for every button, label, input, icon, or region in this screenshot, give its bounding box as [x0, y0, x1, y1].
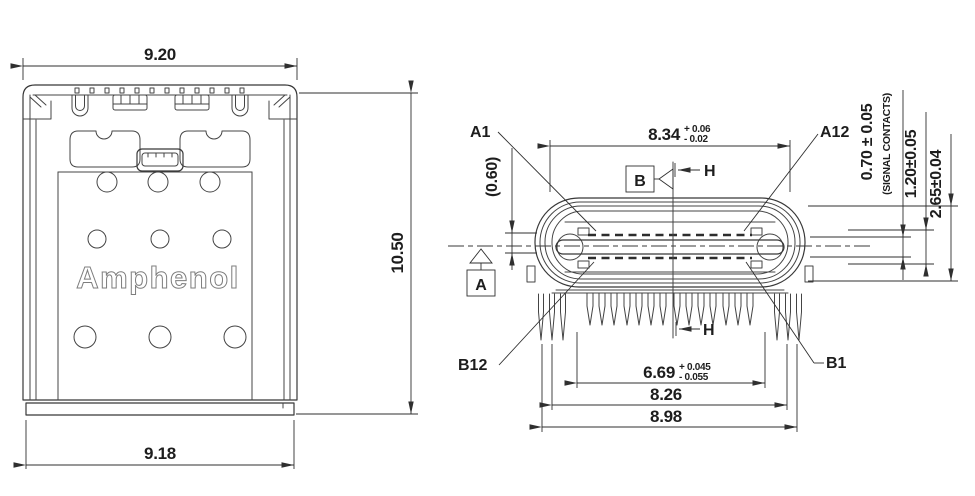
dim-signal-note-text: (SIGNAL CONTACTS): [881, 93, 893, 195]
datum-a: A: [466, 248, 496, 297]
dim-ref-text: (0.60): [484, 157, 501, 197]
dim-mouth-tol-minus: - 0.02: [684, 134, 709, 145]
dim-shell-inner-text: 8.26: [650, 385, 682, 404]
top-view: Amphenol 9.20 10.50 9.18: [10, 45, 418, 469]
section-h-bottom: H: [675, 322, 715, 339]
dim-width-bottom: 9.18: [13, 420, 295, 469]
dim-shell-height: 2.65±0.04: [808, 134, 958, 282]
dim-width-bottom-text: 9.18: [144, 444, 176, 463]
dim-mouth-value: 8.34: [648, 125, 681, 144]
pin-label-a12: A12: [743, 124, 849, 232]
front-view: A B H H A1 A12 B12: [448, 90, 958, 432]
dim-contacts-tol-minus: - 0.055: [679, 372, 709, 383]
dim-contacts-value: 6.69: [643, 363, 675, 382]
dim-mouth-width: 8.34 + 0.06 - 0.02: [537, 124, 791, 192]
dim-shell-inner: 8.26: [539, 344, 788, 410]
top-view-u-tabs: [71, 94, 249, 117]
dim-shell-outer: 8.98: [529, 344, 798, 432]
dim-signal-contacts: 0.70 ± 0.05 (SIGNAL CONTACTS): [810, 90, 911, 280]
pin-a1-text: A1: [470, 124, 491, 141]
dim-shell-outer-text: 8.98: [650, 407, 682, 426]
mount-legs: [538, 293, 802, 341]
top-view-edge-ticks: [74, 87, 245, 94]
dim-width-top-text: 9.20: [144, 45, 176, 64]
datum-a-text: A: [475, 277, 487, 294]
pin-a12-text: A12: [820, 124, 849, 141]
dim-contact-span: 6.69 + 0.045 - 0.055: [564, 332, 766, 388]
datum-b-text: B: [634, 173, 646, 190]
brand-logo-text: Amphenol: [76, 260, 240, 295]
top-view-corner-caps: [22, 94, 298, 120]
top-view-windows: [69, 130, 251, 168]
front-view-shell: [526, 197, 814, 288]
dim-tongue-text: 1.20±0.05: [903, 129, 920, 198]
top-view-castle-tabs: [112, 94, 210, 111]
dim-ref-060: (0.60): [484, 148, 537, 270]
pin-label-a1: A1: [470, 124, 597, 232]
top-view-dimples: [73, 171, 247, 349]
front-view-pins: [538, 289, 802, 341]
front-view-tongue: [555, 227, 785, 269]
dim-width-top: 9.20: [10, 45, 298, 80]
dim-mouth-tol-plus: + 0.06: [684, 124, 711, 135]
pin-b1-text: B1: [826, 355, 847, 372]
section-h-top: H: [674, 163, 716, 180]
section-h-bottom-text: H: [703, 322, 715, 339]
dim-signal-text: 0.70 ± 0.05: [859, 103, 876, 180]
top-view-rails: [29, 94, 291, 401]
dim-height: 10.50: [296, 80, 418, 415]
dim-tongue-height: 1.20±0.05: [848, 112, 934, 277]
pin-row: [586, 292, 754, 326]
pin-label-b12: B12: [458, 261, 595, 374]
top-view-body-outline: [22, 84, 298, 401]
datum-b: B: [625, 165, 674, 193]
dim-contacts-tol-plus: + 0.045: [679, 362, 711, 373]
top-view-bottom-flange: [25, 402, 295, 416]
pin-label-b1: B1: [745, 261, 847, 372]
section-h-top-text: H: [704, 163, 716, 180]
dim-height-text-front: 2.65±0.04: [928, 149, 945, 218]
top-view-stamp-window: [136, 148, 184, 172]
dim-height-text: 10.50: [388, 232, 407, 273]
pin-b12-text: B12: [458, 357, 487, 374]
